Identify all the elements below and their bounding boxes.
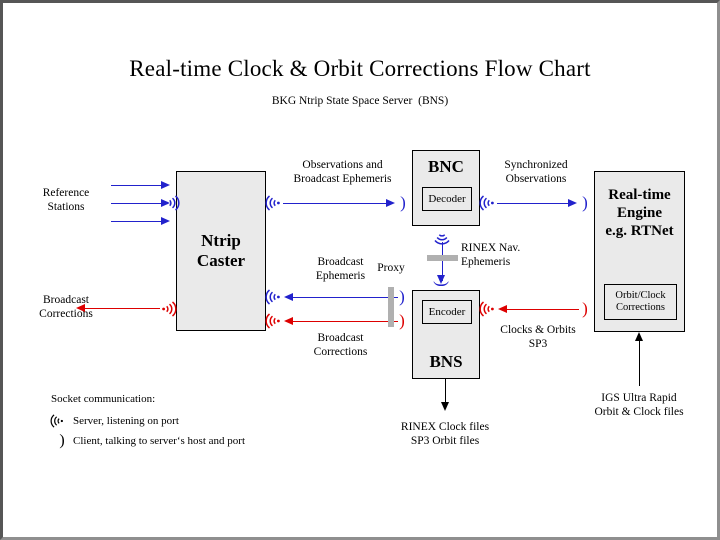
node-bnc: BNC Decoder [412, 150, 480, 226]
arrow-clocks-orbits-head [498, 304, 507, 313]
arrow-refstation-1-line [111, 185, 166, 186]
socket-client-icon-bns-west-red: ) [399, 311, 405, 330]
socket-server-icon-caster-west-red [160, 300, 177, 318]
proxy-bar-vertical [427, 255, 458, 261]
arrow-clocks-orbits-line [507, 309, 579, 310]
arrow-igs-ultra-rapid-head [634, 332, 643, 341]
page-title: Real-time Clock & Orbit Corrections Flow… [129, 56, 591, 81]
socket-server-icon [50, 413, 73, 429]
node-bnc-decoder: Decoder [422, 187, 472, 211]
node-bnc-label: BNC [428, 157, 464, 176]
socket-server-icon-bnc-east-blue [479, 194, 496, 212]
legend: Socket communication: Server, listening … [50, 393, 245, 452]
arrow-synchronized-observations-line [497, 203, 571, 204]
node-real-time-engine-label: Real-time Engine e.g. RTNet [605, 187, 674, 239]
node-bns-encoder: Encoder [422, 300, 472, 324]
legend-row-server: Server, listening on port [50, 412, 245, 430]
legend-title: Socket communication: [51, 393, 156, 405]
socket-server-icon-caster-east-blue [265, 194, 282, 212]
label-broadcast-corrections-center: Broadcast Corrections [313, 332, 368, 359]
arrow-broadcast-ephemeris-line [293, 297, 398, 298]
label-rinex-clock-files: RINEX Clock files SP3 Orbit files [400, 421, 490, 448]
socket-client-icon-rte-west-blue: ) [582, 193, 588, 212]
node-real-time-engine: Real-time Engine e.g. RTNet Orbit/Clock … [594, 171, 685, 332]
arrow-rinex-clock-files-head [440, 402, 449, 411]
label-observations-and-broadcast-ephemeris: Observations and Broadcast Ephemeris [293, 159, 392, 186]
socket-client-icon-bns-north: ) [433, 281, 452, 287]
arrow-refstation-2-line [111, 203, 166, 204]
node-orbit-clock-corrections: Orbit/Clock Corrections [604, 284, 677, 320]
node-ntrip-caster-label: Ntrip Caster [196, 230, 246, 270]
label-reference-stations: Reference Stations [42, 187, 90, 214]
arrow-rinex-nav-head [437, 275, 445, 284]
arrow-broadcast-corrections-left-line [85, 308, 160, 309]
legend-client-label: Client, talking to server‘s host and por… [73, 435, 245, 447]
arrow-observations-head [386, 198, 395, 207]
socket-client-icon: ) [59, 432, 65, 449]
node-bns: Encoder BNS [412, 290, 480, 379]
socket-client-icon-bns-west-blue: ) [399, 287, 405, 306]
arrow-refstation-3-line [111, 221, 166, 222]
label-broadcast-ephemeris: Broadcast Ephemeris [315, 256, 366, 283]
arrow-broadcast-corrections-left-head [76, 303, 85, 312]
arrow-igs-ultra-rapid-line [639, 339, 640, 386]
node-ntrip-caster: Ntrip Caster [176, 171, 266, 331]
arrow-rinex-nav-line [441, 242, 443, 281]
node-bns-label: BNS [429, 351, 463, 371]
arrow-refstation-3-head [161, 216, 170, 225]
arrow-refstation-1-head [161, 180, 170, 189]
label-clocks-and-orbits-sp3: Clocks & Orbits SP3 [500, 324, 576, 351]
socket-server-icon-caster-west-blue [163, 194, 180, 212]
legend-server-label: Server, listening on port [73, 415, 179, 427]
socket-client-icon-rte-west-red: ) [582, 299, 588, 318]
label-rinex-nav-ephemeris: RINEX Nav. Ephemeris [461, 242, 521, 269]
arrow-broadcast-corrections-center-line [293, 321, 398, 322]
socket-server-icon-caster-east-blue-2 [265, 288, 282, 306]
label-synchronized-observations: Synchronized Observations [504, 159, 568, 186]
arrow-observations-line [283, 203, 389, 204]
page-subtitle: BKG Ntrip State Space Server (BNS) [271, 95, 449, 107]
label-broadcast-corrections-left: Broadcast Corrections [39, 294, 93, 321]
socket-server-icon-bns-east-red [479, 300, 496, 318]
arrow-synchronized-observations-head [568, 198, 577, 207]
label-igs-ultra-rapid: IGS Ultra Rapid Orbit & Clock files [594, 392, 684, 419]
arrow-broadcast-corrections-center-head [284, 316, 293, 325]
legend-row-client: ) Client, talking to server‘s host and p… [51, 432, 245, 450]
proxy-bar-horizontal [388, 287, 394, 327]
arrow-rinex-clock-files-line [445, 379, 446, 407]
socket-server-icon-caster-east-red [265, 312, 282, 330]
arrow-broadcast-ephemeris-head [284, 292, 293, 301]
socket-client-icon-bnc-west: ) [400, 193, 406, 212]
label-proxy: Proxy [377, 262, 405, 274]
